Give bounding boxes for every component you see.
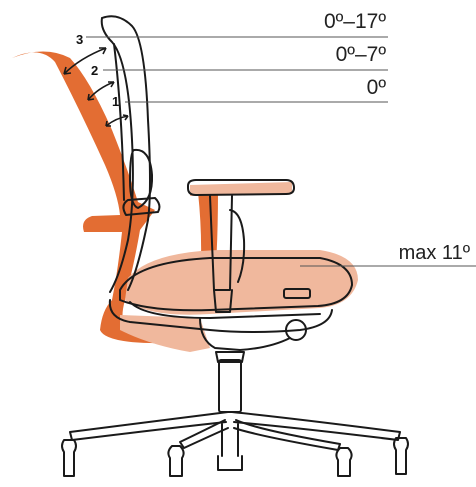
seat-tilt-label: max 11º bbox=[398, 242, 470, 264]
double-arrow-icon bbox=[87, 81, 115, 101]
double-arrow-icon bbox=[63, 47, 107, 75]
leader-lines bbox=[86, 36, 476, 267]
position-number-3: 3 bbox=[76, 32, 84, 47]
angle-label-position-2: 0º–7º bbox=[335, 43, 386, 66]
tilted-armpad bbox=[190, 182, 292, 196]
tilt-arrows bbox=[63, 47, 129, 127]
double-arrow-icon bbox=[105, 115, 129, 127]
angle-label-position-3: 0º–17º bbox=[323, 10, 386, 33]
tilted-seat-lower bbox=[120, 315, 210, 352]
chair-outline bbox=[61, 15, 409, 477]
angle-label-position-1: 0º bbox=[366, 76, 386, 99]
position-number-1: 1 bbox=[112, 94, 120, 109]
position-number-2: 2 bbox=[91, 63, 99, 78]
